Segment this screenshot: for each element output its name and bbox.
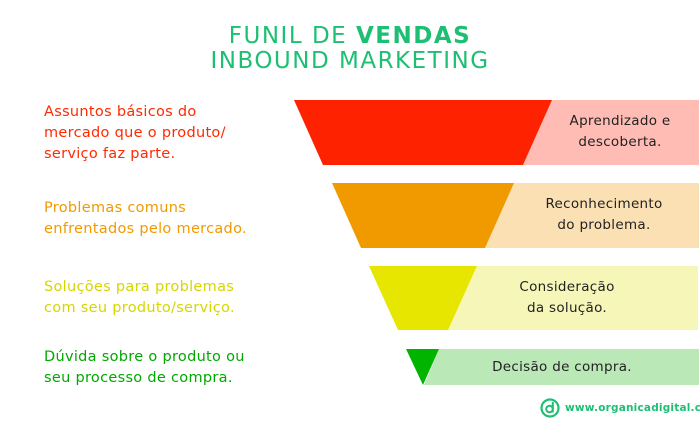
stage-2-funnel [332,183,514,248]
title-prefix: FUNIL DE [228,23,356,49]
stage-4-band [424,349,699,385]
desc-line: serviço faz parte. [44,146,176,162]
stage-1-band [523,100,699,165]
stage-4-funnel [406,349,439,385]
stage-1-label: Aprendizado e descoberta. [540,111,700,153]
stage-1-description: Assuntos básicos do mercado que o produt… [44,102,226,165]
stage-line: do problema. [557,217,651,233]
stage-line: Decisão de compra. [492,359,632,375]
stage-3-funnel [369,266,477,330]
organica-digital-logo-icon [540,398,560,418]
desc-line: Problemas comuns [44,200,187,216]
stage-2-band [485,183,699,248]
desc-line: seu processo de compra. [44,370,233,386]
stage-line: Reconhecimento [545,196,663,212]
stage-line: Consideração [519,279,615,295]
title-line-1: FUNIL DE VENDAS [0,23,700,49]
stage-line: descoberta. [578,134,662,150]
stage-4-description: Dúvida sobre o produto ou seu processo d… [44,347,245,389]
stage-line: Aprendizado e [569,113,671,129]
website-link[interactable]: www.organicadigital.com [565,402,700,414]
title-line-2: INBOUND MARKETING [210,48,490,74]
desc-line: mercado que o produto/ [44,125,226,141]
desc-line: Assuntos básicos do [44,104,197,120]
stage-4-label: Decisão de compra. [472,357,652,378]
title-bold: VENDAS [356,23,472,49]
stage-3-label: Consideração da solução. [487,277,647,319]
stage-1-funnel [294,100,552,165]
stage-2-label: Reconhecimento do problema. [524,194,684,236]
stage-3-description: Soluções para problemas com seu produto/… [44,277,235,319]
stage-3-band [448,266,698,330]
desc-line: enfrentados pelo mercado. [44,221,247,237]
desc-line: Dúvida sobre o produto ou [44,349,245,365]
desc-line: Soluções para problemas [44,279,235,295]
stage-2-description: Problemas comuns enfrentados pelo mercad… [44,198,247,240]
desc-line: com seu produto/serviço. [44,300,235,316]
stage-line: da solução. [526,300,608,316]
